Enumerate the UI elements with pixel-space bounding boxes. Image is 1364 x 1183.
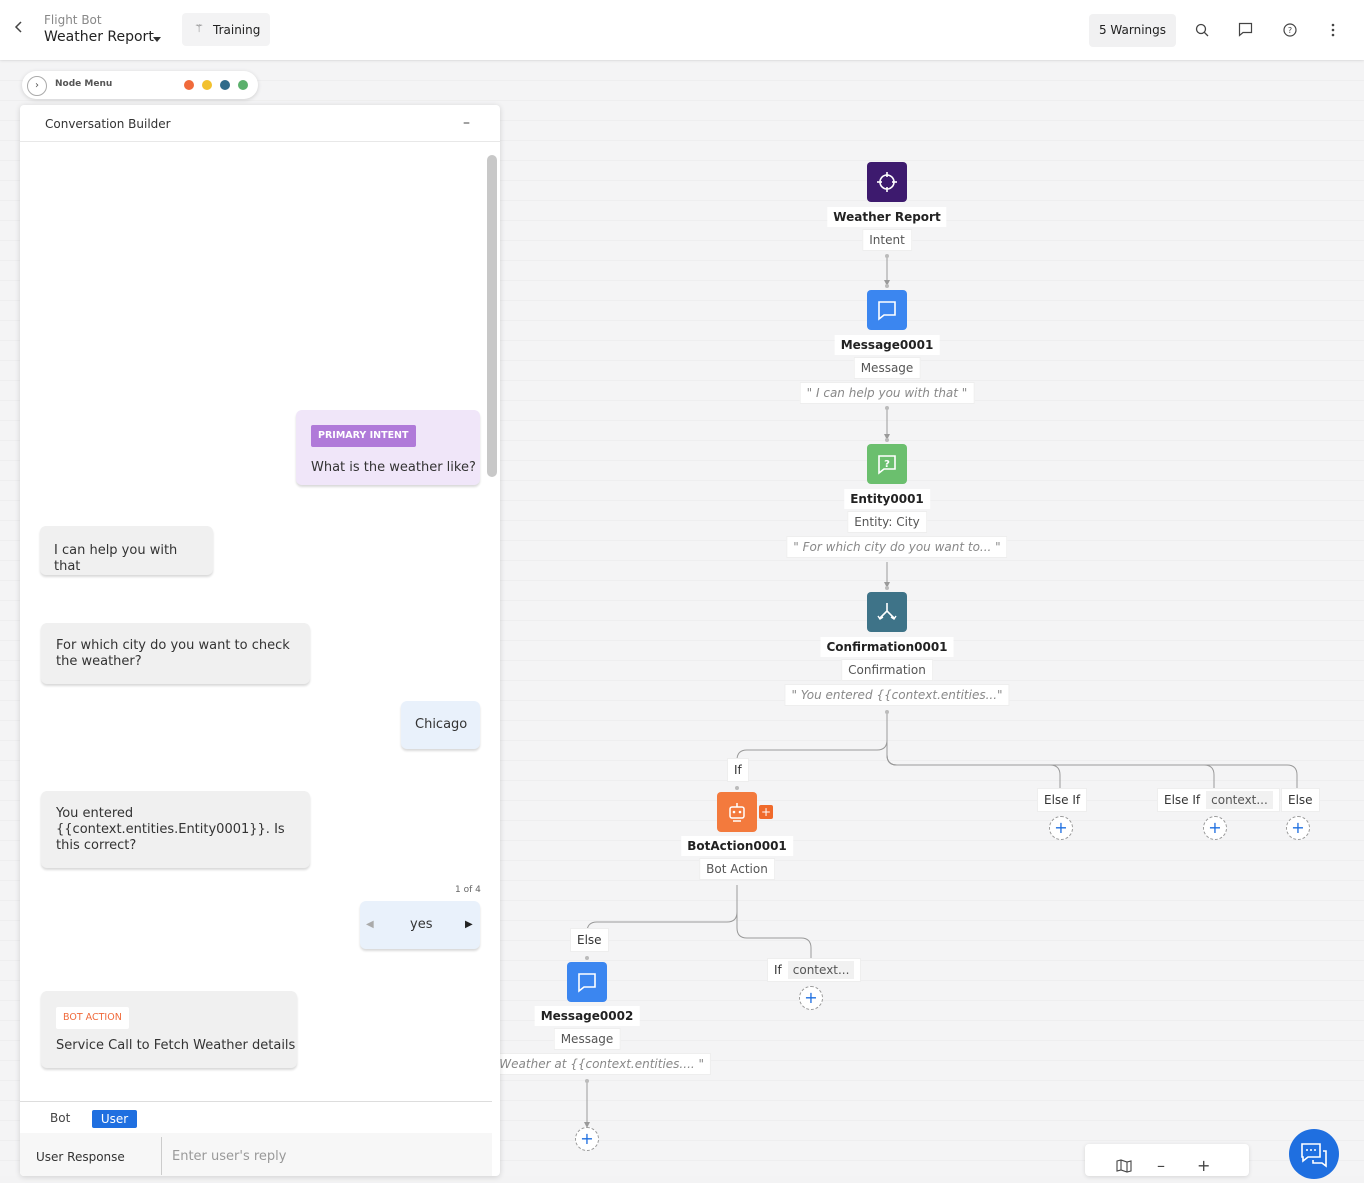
more-vertical-icon[interactable] <box>1330 22 1346 38</box>
message-node-type: Message <box>553 1028 621 1050</box>
branch-label-text: If <box>774 963 782 977</box>
message-node-text: " I can help you with that " <box>799 382 975 404</box>
zoom-controls: – + <box>1085 1144 1249 1176</box>
add-node-button[interactable]: + <box>1286 816 1310 840</box>
comment-icon[interactable] <box>1238 22 1254 38</box>
branch-if-label[interactable]: If <box>727 758 749 782</box>
confirmation-node-icon[interactable] <box>867 592 907 632</box>
user-response-row: User Response <box>20 1133 492 1176</box>
intent-node-type: Intent <box>862 229 912 251</box>
add-plus-icon[interactable]: + <box>759 805 773 819</box>
bot-name: Flight Bot <box>44 13 102 27</box>
intent-text: What is the weather like? <box>311 460 476 475</box>
message-node-icon[interactable] <box>867 290 907 330</box>
add-node-button[interactable]: + <box>1203 816 1227 840</box>
bot-action-node-icon[interactable] <box>717 792 757 832</box>
add-node-button[interactable]: + <box>799 986 823 1010</box>
dialog-title[interactable]: Weather Report <box>44 29 154 45</box>
scrollbar[interactable] <box>487 155 497 477</box>
user-message-bubble[interactable]: Chicago <box>401 701 480 749</box>
user-response-label: User Response <box>36 1150 125 1164</box>
bot-action-text: Service Call to Fetch Weather details <box>56 1038 296 1053</box>
response-bar: Bot User User Response <box>20 1101 492 1176</box>
bot-action-tag: BOT ACTION <box>56 1007 129 1029</box>
zoom-out-icon[interactable]: – <box>1157 1156 1165 1175</box>
node-menu-label: Node Menu <box>55 79 113 89</box>
add-node-button[interactable]: + <box>1049 816 1073 840</box>
intent-node-name[interactable]: Weather Report <box>827 207 947 227</box>
svg-text:?: ? <box>884 459 890 470</box>
bot-action-node-name[interactable]: BotAction0001 <box>681 836 793 856</box>
zoom-in-icon[interactable]: + <box>1197 1156 1211 1175</box>
next-arrow-icon[interactable]: ▶ <box>465 919 473 930</box>
entity-node-type: Entity: City <box>847 511 927 533</box>
branch-else-label[interactable]: Else <box>570 928 609 952</box>
user-message-bubble[interactable]: ◀ yes ▶ <box>360 901 480 949</box>
confirmation-node-text: " You entered {{context.entities..." <box>784 684 1010 706</box>
pager-label: 1 of 4 <box>455 885 481 895</box>
branch-condition: context... <box>1206 791 1273 809</box>
svg-text:?: ? <box>1288 26 1292 35</box>
message-node-text: " Weather at {{context.entities.... " <box>482 1053 712 1075</box>
branch-else-if-label[interactable]: Else If <box>1037 788 1088 812</box>
tab-bot[interactable]: Bot <box>50 1111 71 1125</box>
chat-icon <box>1301 1143 1327 1168</box>
branch-if-label[interactable]: If context... <box>767 958 862 982</box>
color-dot[interactable] <box>238 80 248 90</box>
training-button[interactable]: ⚚ Training <box>182 13 270 46</box>
message-node-icon[interactable] <box>567 962 607 1002</box>
color-dot[interactable] <box>220 80 230 90</box>
message-node-type: Message <box>853 357 921 379</box>
bot-action-node-type: Bot Action <box>699 858 775 880</box>
branch-condition: context... <box>787 961 855 979</box>
confirmation-node-name[interactable]: Confirmation0001 <box>820 637 954 657</box>
user-reply-input[interactable] <box>161 1137 481 1175</box>
chevron-right-icon[interactable]: › <box>27 76 47 96</box>
branch-else-if-label[interactable]: Else If context... <box>1157 788 1280 812</box>
branch-label-text: Else If <box>1164 793 1201 807</box>
color-dot[interactable] <box>184 80 194 90</box>
confirmation-node-type: Confirmation <box>841 659 933 681</box>
panel-title: Conversation Builder <box>45 117 171 131</box>
primary-intent-tag: PRIMARY INTENT <box>311 425 416 447</box>
wand-icon: ⚚ <box>194 22 204 35</box>
add-node-button[interactable]: + <box>575 1127 599 1151</box>
chevron-left-icon[interactable] <box>14 20 30 38</box>
user-intent-bubble[interactable]: PRIMARY INTENT What is the weather like? <box>296 410 480 485</box>
color-dot[interactable] <box>202 80 212 90</box>
bot-action-bubble[interactable]: BOT ACTION Service Call to Fetch Weather… <box>41 991 297 1068</box>
training-label: Training <box>213 23 261 37</box>
caret-down-icon[interactable] <box>153 37 161 42</box>
prev-arrow-icon[interactable]: ◀ <box>366 919 374 930</box>
conversation-builder-panel: Conversation Builder – PRIMARY INTENT Wh… <box>20 105 500 1176</box>
bot-message-bubble[interactable]: You entered {{context.entities.Entity000… <box>41 791 310 868</box>
map-icon[interactable] <box>1116 1158 1132 1177</box>
bot-message-bubble[interactable]: For which city do you want to check the … <box>41 623 310 684</box>
minimize-icon[interactable]: – <box>463 115 470 131</box>
panel-header: Conversation Builder – <box>20 105 500 142</box>
chat-support-button[interactable] <box>1289 1129 1339 1179</box>
node-menu[interactable]: › Node Menu <box>22 71 258 99</box>
message-node-name[interactable]: Message0001 <box>834 335 940 355</box>
top-bar: Flight Bot Weather Report ⚚ Training 5 W… <box>0 0 1364 60</box>
branch-else-label[interactable]: Else <box>1281 788 1320 812</box>
intent-node-icon[interactable] <box>867 162 907 202</box>
tab-user[interactable]: User <box>92 1110 137 1128</box>
warnings-button[interactable]: 5 Warnings <box>1089 14 1176 47</box>
help-icon[interactable]: ? <box>1283 22 1299 38</box>
entity-node-text: " For which city do you want to... " <box>786 536 1008 558</box>
entity-node-icon[interactable]: ? <box>867 444 907 484</box>
message-node-name[interactable]: Message0002 <box>534 1006 640 1026</box>
search-icon[interactable] <box>1195 22 1211 38</box>
user-reply-text: yes <box>410 917 433 932</box>
bot-message-bubble[interactable]: I can help you with that <box>40 526 213 575</box>
entity-node-name[interactable]: Entity0001 <box>844 489 930 509</box>
